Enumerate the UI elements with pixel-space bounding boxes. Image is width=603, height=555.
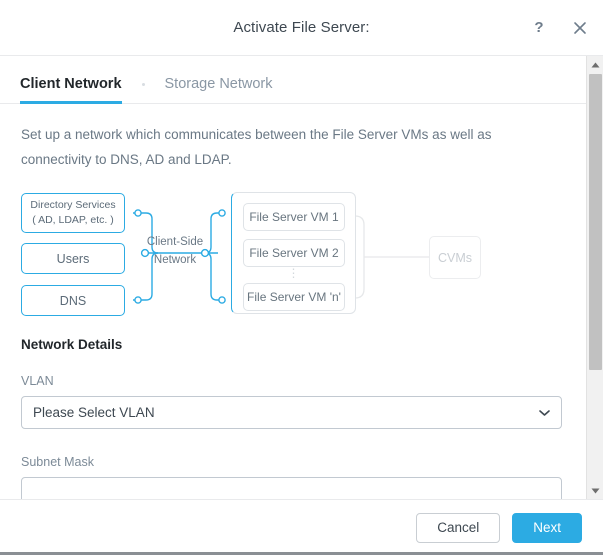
diagram-box-directory-services: Directory Services ( AD, LDAP, etc. ) [21,193,125,233]
vlan-select[interactable]: Please Select VLAN [21,396,562,429]
vlan-field-group: VLAN Please Select VLAN [0,374,586,429]
help-icon[interactable]: ? [530,19,548,37]
file-server-vm-1-label: File Server VM 1 [249,210,339,224]
scroll-down-icon[interactable] [587,482,603,499]
dialog-footer: Cancel Next [0,499,603,555]
network-diagram: Directory Services ( AD, LDAP, etc. ) Us… [0,186,586,321]
dns-label: DNS [59,293,87,308]
dialog-body: Client Network Storage Network Set up a … [0,56,603,499]
diagram-box-users: Users [21,243,125,274]
next-button[interactable]: Next [512,512,582,543]
diagram-box-cvms: CVMs [429,236,481,279]
tab-client-network[interactable]: Client Network [20,76,122,104]
vm-ellipsis-icon: ⋮ [287,266,301,280]
scrollbar-thumb[interactable] [589,74,602,370]
diagram-box-file-server-vm-1: File Server VM 1 [243,203,345,231]
subnet-mask-field-group: Subnet Mask [0,455,586,499]
network-details-heading: Network Details [21,337,123,352]
file-server-vm-n-label: File Server VM 'n' [247,290,341,304]
close-icon[interactable] [571,19,589,37]
client-side-network-line1: Client-Side [146,236,204,248]
diagram-box-file-server-vm-n: File Server VM 'n' [243,283,345,311]
cancel-button[interactable]: Cancel [416,512,501,543]
scroll-up-icon[interactable] [587,56,603,73]
tab-separator-dot [141,83,145,86]
header-actions: ? [530,0,589,55]
client-side-network-label: Client-Side Network [140,233,210,269]
subnet-mask-input[interactable] [21,477,562,499]
users-label: Users [56,251,90,266]
diagram-box-file-server-vm-2: File Server VM 2 [243,239,345,267]
tab-storage-network[interactable]: Storage Network [165,76,273,103]
file-server-vm-2-label: File Server VM 2 [249,246,339,260]
directory-services-line2: ( AD, LDAP, etc. ) [32,214,114,226]
dialog-header: Activate File Server: ? [0,0,603,56]
diagram-box-dns: DNS [21,285,125,316]
vlan-select-value: Please Select VLAN [33,405,155,420]
tab-client-network-label: Client Network [20,76,122,92]
subnet-mask-label: Subnet Mask [21,455,94,469]
dialog-scroll-content: Client Network Storage Network Set up a … [0,56,586,499]
vertical-scrollbar[interactable] [586,56,603,499]
client-side-network-line2: Network [153,254,197,266]
vlan-label: VLAN [21,374,54,388]
chevron-down-icon [539,409,550,416]
window-bottom-edge [0,552,603,555]
tab-bar: Client Network Storage Network [0,56,586,104]
cvms-label: CVMs [437,250,473,265]
tab-storage-network-label: Storage Network [164,76,273,92]
page-title: Activate File Server: [233,19,370,36]
directory-services-line1: Directory Services [30,199,116,211]
description-text: Set up a network which communicates betw… [21,127,492,167]
